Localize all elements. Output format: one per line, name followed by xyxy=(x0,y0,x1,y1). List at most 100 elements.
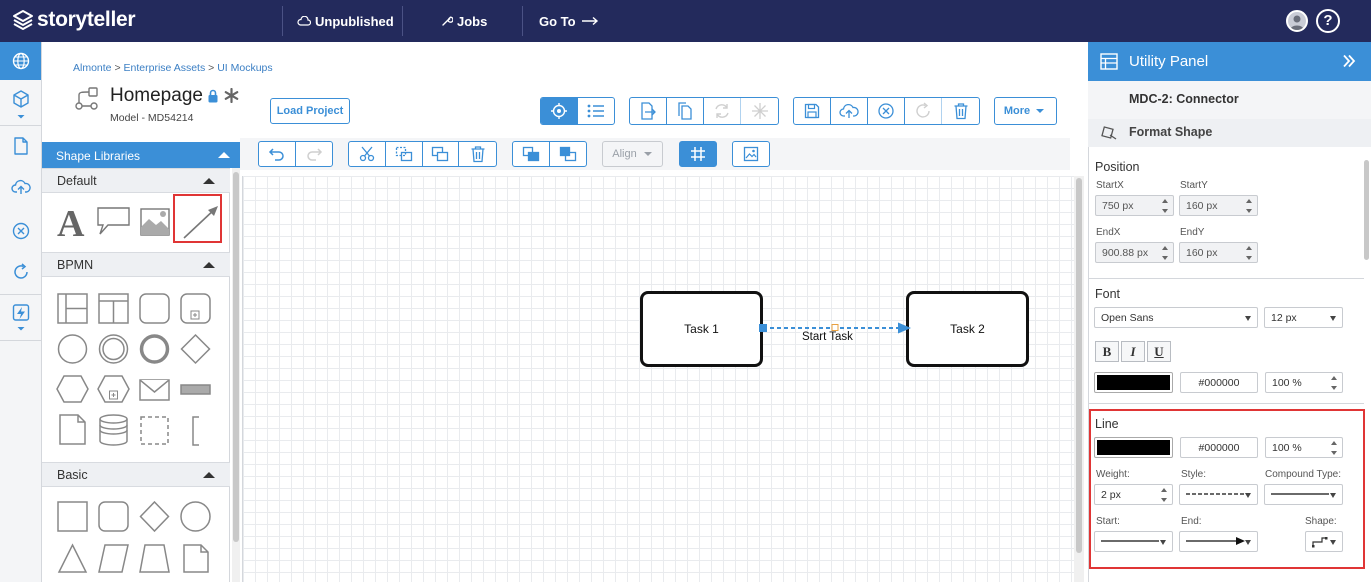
save-button[interactable] xyxy=(794,98,831,124)
scrollbar-thumb[interactable] xyxy=(233,172,239,542)
line-weight-input[interactable]: 2 px xyxy=(1094,484,1173,505)
burst-button[interactable] xyxy=(741,98,778,124)
breadcrumb-item-enterprise-assets[interactable]: Enterprise Assets xyxy=(123,62,206,74)
redo-icon xyxy=(916,102,930,118)
align-dropdown[interactable]: Align xyxy=(602,141,663,167)
start-y-input[interactable]: 160 px xyxy=(1179,195,1258,216)
breadcrumb-item-almonte[interactable]: Almonte xyxy=(73,62,112,74)
user-avatar[interactable] xyxy=(1286,10,1308,32)
stepper-icon[interactable] xyxy=(1331,376,1338,390)
start-event-shape xyxy=(57,334,88,364)
connector-start-handle[interactable] xyxy=(759,324,767,332)
collapse-icon[interactable] xyxy=(218,152,230,158)
grid-toggle-button[interactable] xyxy=(679,141,717,167)
jobs-button[interactable]: Jobs xyxy=(441,0,487,42)
help-button[interactable]: ? xyxy=(1316,9,1340,33)
unpublished-button[interactable]: Unpublished xyxy=(297,0,394,42)
delete-shape-button[interactable] xyxy=(459,142,496,166)
format-shape-header[interactable]: Format Shape xyxy=(1088,119,1371,147)
canvas-scrollbar[interactable] xyxy=(1074,176,1084,582)
connector-tool-highlight[interactable] xyxy=(173,194,222,243)
list-view-button[interactable] xyxy=(578,98,615,124)
more-menu-button[interactable]: More xyxy=(994,97,1057,125)
goto-button[interactable]: Go To xyxy=(539,0,600,42)
library-section-default[interactable]: Default xyxy=(42,168,230,193)
copy-button[interactable] xyxy=(386,142,423,166)
collapse-icon[interactable] xyxy=(203,178,215,184)
library-section-bpmn[interactable]: BPMN xyxy=(42,252,230,277)
publish-button[interactable] xyxy=(831,98,868,124)
stepper-icon[interactable] xyxy=(1246,199,1253,213)
task-node[interactable]: Task 2 xyxy=(906,291,1029,367)
paste-button[interactable] xyxy=(423,142,460,166)
cut-button[interactable] xyxy=(349,142,386,166)
font-size-select[interactable]: 12 px xyxy=(1264,307,1343,328)
sync-button[interactable] xyxy=(704,98,741,124)
stepper-icon[interactable] xyxy=(1161,488,1168,502)
library-scrollbar[interactable] xyxy=(232,168,240,582)
rail-document-button[interactable] xyxy=(0,127,41,165)
library-section-basic[interactable]: Basic xyxy=(42,462,230,487)
storyteller-logo[interactable]: storyteller xyxy=(12,8,136,32)
connector-edge[interactable] xyxy=(756,320,916,336)
font-family-select[interactable]: Open Sans xyxy=(1094,307,1258,328)
discard-button[interactable] xyxy=(868,98,905,124)
panel-scrollbar[interactable] xyxy=(1364,160,1370,560)
rail-lightning-button[interactable] xyxy=(0,298,41,338)
line-end-select[interactable] xyxy=(1179,531,1258,552)
collapse-icon[interactable] xyxy=(203,262,215,268)
font-opacity-input[interactable]: 100 % xyxy=(1265,372,1343,393)
copy-document-button[interactable] xyxy=(667,98,704,124)
double-chevron-right-icon[interactable] xyxy=(1342,54,1356,68)
undo-button[interactable] xyxy=(259,142,296,166)
line-style-select[interactable] xyxy=(1179,484,1258,505)
redo-button[interactable] xyxy=(905,98,942,124)
line-color-swatch[interactable] xyxy=(1094,437,1173,458)
stepper-icon[interactable] xyxy=(1246,246,1253,260)
end-x-input[interactable]: 900.88 px xyxy=(1095,242,1174,263)
cube-icon xyxy=(12,90,29,119)
font-color-hex-input[interactable]: #000000 xyxy=(1180,372,1258,393)
start-x-label: StartX xyxy=(1096,180,1124,191)
italic-button[interactable]: I xyxy=(1121,341,1145,362)
diagram-canvas[interactable] xyxy=(242,176,1074,582)
scrollbar-thumb[interactable] xyxy=(1076,178,1082,553)
line-start-select[interactable] xyxy=(1094,531,1173,552)
rail-refresh-button[interactable] xyxy=(0,253,41,291)
compound-type-select[interactable] xyxy=(1264,484,1343,505)
bold-button[interactable]: B xyxy=(1095,341,1119,362)
target-view-button[interactable] xyxy=(541,98,578,124)
rail-close-button[interactable] xyxy=(0,212,41,250)
task-node[interactable]: Task 1 xyxy=(640,291,763,367)
stepper-icon[interactable] xyxy=(1162,246,1169,260)
paste-shape-icon xyxy=(432,146,449,162)
underline-button[interactable]: U xyxy=(1147,341,1171,362)
connector-shape-select[interactable] xyxy=(1305,531,1343,552)
connector-label[interactable]: Start Task xyxy=(800,331,855,343)
collapse-icon[interactable] xyxy=(203,472,215,478)
line-opacity-input[interactable]: 100 % xyxy=(1265,437,1343,458)
text-shape-tool: A xyxy=(57,203,85,245)
line-color-hex-input[interactable]: #000000 xyxy=(1180,437,1258,458)
connector-shape-tool xyxy=(183,206,218,239)
rail-cube-button[interactable] xyxy=(0,82,41,124)
export-button[interactable] xyxy=(630,98,667,124)
trapezoid-shape xyxy=(139,544,170,573)
scrollbar-thumb[interactable] xyxy=(1364,160,1369,260)
stepper-icon[interactable] xyxy=(1331,441,1338,455)
rail-upload-button[interactable] xyxy=(0,168,41,206)
connector-mid-handle[interactable] xyxy=(831,324,839,331)
shape-libraries-header[interactable]: Shape Libraries xyxy=(42,142,242,168)
delete-button[interactable] xyxy=(942,98,979,124)
load-project-button[interactable]: Load Project xyxy=(270,98,350,124)
end-y-input[interactable]: 160 px xyxy=(1179,242,1258,263)
redo-button[interactable] xyxy=(296,142,333,166)
rail-globe-button[interactable] xyxy=(0,42,41,80)
insert-image-button[interactable] xyxy=(732,141,770,167)
bring-forward-button[interactable] xyxy=(513,142,550,166)
breadcrumb-item-ui-mockups[interactable]: UI Mockups xyxy=(217,62,273,74)
start-x-input[interactable]: 750 px xyxy=(1095,195,1174,216)
font-color-swatch[interactable] xyxy=(1094,372,1173,393)
send-backward-button[interactable] xyxy=(550,142,587,166)
stepper-icon[interactable] xyxy=(1162,199,1169,213)
